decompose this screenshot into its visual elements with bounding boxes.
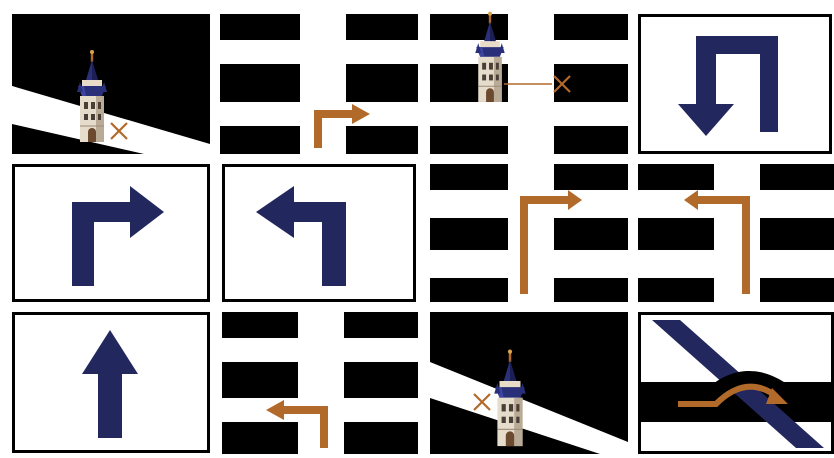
turn-left-sign-tile	[224, 166, 415, 301]
crossroads-right-turn-tile	[220, 14, 418, 154]
straight-ahead-sign-tile	[14, 314, 209, 452]
tower-on-diagonal-road-mirrored-tile	[430, 312, 628, 454]
overpass-crossing-tile	[640, 314, 833, 453]
crossroads-left-turn-path-tile	[638, 164, 834, 302]
turn-right-sign-tile	[14, 166, 209, 301]
crossroads-left-turn-bottom-tile	[222, 312, 418, 454]
u-turn-tile	[640, 16, 831, 153]
tower-on-diagonal-road-tile	[12, 14, 210, 154]
crossroads-tower-with-marker-tile	[430, 12, 628, 154]
crossroads-right-turn-path-tile	[430, 164, 628, 302]
